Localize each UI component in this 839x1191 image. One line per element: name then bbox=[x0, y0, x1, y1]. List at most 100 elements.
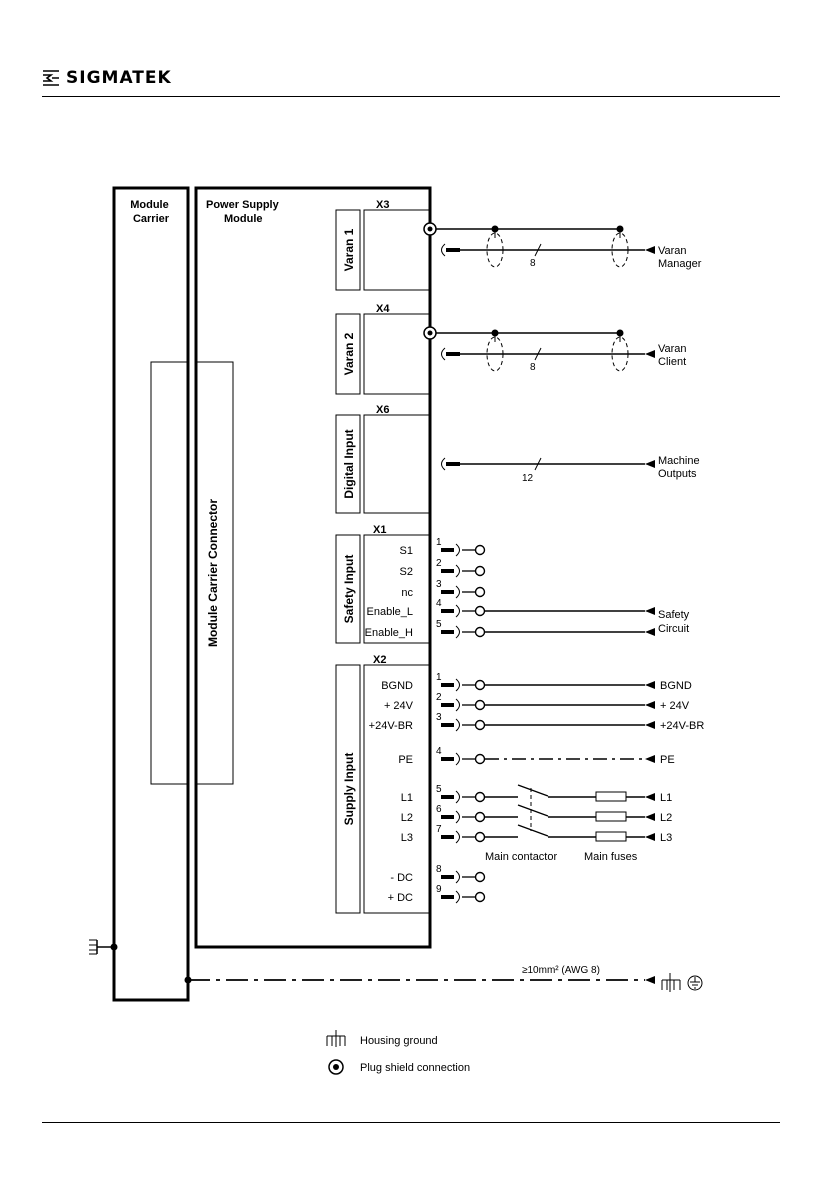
x2-pin-8: - DC 8 bbox=[390, 864, 486, 884]
x2-pin-9: + DC 9 bbox=[388, 884, 486, 904]
x2-remote-label: L2 bbox=[660, 812, 672, 824]
x2-pin-number: 1 bbox=[436, 672, 442, 683]
x2-pin-label: PE bbox=[398, 754, 413, 766]
x2-pin-number: 2 bbox=[436, 692, 442, 703]
x4-label: X4 bbox=[376, 303, 390, 315]
x2-pin-6: L2 6L2 bbox=[401, 804, 673, 824]
x1-side-box bbox=[335, 534, 361, 644]
x2-pin-4: PE 4PE bbox=[398, 746, 674, 766]
x1-pin-label: nc bbox=[401, 587, 413, 599]
x6-wire-count: 12 bbox=[522, 473, 534, 484]
main-fuses-label: Main fuses bbox=[584, 851, 638, 863]
x2-pin-label: L3 bbox=[401, 832, 413, 844]
module-carrier-connector-label: Module Carrier Connector bbox=[206, 499, 220, 647]
x1-pin-label: S2 bbox=[400, 566, 413, 578]
x4-wire-count: 8 bbox=[530, 362, 536, 373]
carrier-connector-left bbox=[150, 361, 189, 785]
x2-label: X2 bbox=[373, 654, 386, 666]
x2-remote-label: PE bbox=[660, 754, 675, 766]
power-supply-module-label: Power Supply Module bbox=[206, 199, 282, 225]
main-fuses-symbol bbox=[595, 791, 627, 842]
main-contactor-label: Main contactor bbox=[485, 851, 557, 863]
x3-side-box bbox=[335, 209, 361, 291]
x2-pin-3: +24V-BR 3 +24V-BR bbox=[369, 712, 705, 732]
x6-side-box bbox=[335, 414, 361, 514]
module-carrier-line2: Carrier bbox=[133, 213, 170, 225]
sigmatek-logo-icon bbox=[43, 70, 59, 86]
x3-box bbox=[363, 209, 431, 291]
x4-box bbox=[363, 313, 431, 395]
x2-pin-number: 7 bbox=[436, 824, 442, 835]
main-contactor-symbol bbox=[517, 784, 549, 837]
x2-pin-7: L3 7L3 bbox=[401, 824, 673, 844]
x6-box bbox=[363, 414, 431, 514]
x1-pin-label: Enable_L bbox=[367, 606, 414, 618]
x2-box bbox=[363, 664, 431, 914]
psm-line2: Module bbox=[224, 213, 263, 225]
x2-remote-label: + 24V bbox=[660, 700, 690, 712]
x1-pin-number: 4 bbox=[436, 598, 442, 609]
x1-pin-number: 5 bbox=[436, 619, 442, 630]
x2-pin-label: - DC bbox=[390, 872, 413, 884]
sigmatek-logo: SIGMATEK bbox=[42, 68, 172, 88]
x2-pin-number: 9 bbox=[436, 884, 442, 895]
psm-line1: Power Supply bbox=[206, 199, 280, 211]
x1-pin-number: 2 bbox=[436, 558, 442, 569]
x2-pin-number: 3 bbox=[436, 712, 442, 723]
page-header: SIGMATEK bbox=[42, 66, 780, 97]
x1-pin-number: 3 bbox=[436, 579, 442, 590]
x2-pin-number: 8 bbox=[436, 864, 442, 875]
x2-pin-number: 6 bbox=[436, 804, 442, 815]
legend: Housing ground Plug shield connection bbox=[326, 1030, 470, 1075]
module-carrier-line1: Module bbox=[130, 199, 169, 211]
x3-wire-count: 8 bbox=[530, 258, 536, 269]
x2-pin-label: +24V-BR bbox=[369, 720, 413, 732]
legend-plug-shield: Plug shield connection bbox=[360, 1062, 470, 1074]
x2-remote-label: L3 bbox=[660, 832, 672, 844]
x1-name: Safety Input bbox=[342, 555, 356, 624]
x1-pin-5: Enable_H 5 bbox=[365, 619, 655, 639]
x2-name: Supply Input bbox=[342, 753, 356, 826]
x2-side-box bbox=[335, 664, 361, 914]
x1-pin-label: S1 bbox=[400, 545, 413, 557]
legend-housing-ground: Housing ground bbox=[360, 1035, 438, 1047]
brand-name: SIGMATEK bbox=[66, 68, 172, 88]
x2-pin-number: 4 bbox=[436, 746, 442, 757]
x2-pin-number: 5 bbox=[436, 784, 442, 795]
x4-name: Varan 2 bbox=[342, 332, 356, 375]
x3-label: X3 bbox=[376, 199, 389, 211]
x6-label: X6 bbox=[376, 404, 389, 416]
x1-pin-1: S1 1 bbox=[400, 537, 486, 557]
x2-remote-label: BGND bbox=[660, 680, 692, 692]
x1-label: X1 bbox=[373, 524, 386, 536]
x2-pin-label: BGND bbox=[381, 680, 413, 692]
x3-name: Varan 1 bbox=[342, 228, 356, 271]
x2-pin-label: L2 bbox=[401, 812, 413, 824]
power-supply-module-box bbox=[194, 186, 432, 949]
x1-pin-number: 1 bbox=[436, 537, 442, 548]
x1-box bbox=[363, 534, 431, 644]
x1-pin-2: S2 2 bbox=[400, 558, 486, 578]
ground-wire-label: ≥10mm² (AWG 8) bbox=[522, 965, 600, 976]
ground-wiring: ≥10mm² (AWG 8) bbox=[89, 939, 703, 992]
x2-pin-2: + 24V 2 + 24V bbox=[384, 692, 690, 712]
x2-pin-label: + DC bbox=[388, 892, 413, 904]
x2-pin-label: + 24V bbox=[384, 700, 414, 712]
x1-pin-4: Enable_L 4 bbox=[367, 598, 655, 618]
x2-remote-label: +24V-BR bbox=[660, 720, 704, 732]
x1-pin-label: Enable_H bbox=[365, 627, 413, 639]
x4-side-box bbox=[335, 313, 361, 395]
page-footer bbox=[42, 1122, 780, 1123]
carrier-connector-right bbox=[195, 361, 234, 785]
